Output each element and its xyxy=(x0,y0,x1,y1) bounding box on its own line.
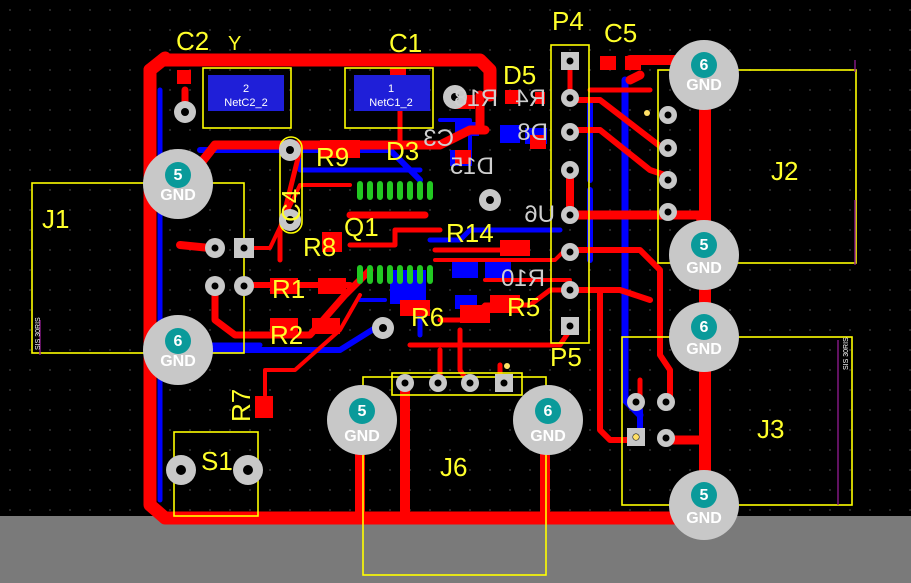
j2-pad-6-net: GND xyxy=(686,77,722,94)
designator-s1: S1 xyxy=(201,446,233,476)
j6-pad-5-number: 5 xyxy=(358,403,367,420)
mirrored-c3: C3 xyxy=(423,125,454,152)
designator-r7: R7 xyxy=(226,389,256,422)
j6-pad-5-net: GND xyxy=(344,428,380,445)
mirrored-r18: R18 xyxy=(454,85,498,112)
designator-p4: P4 xyxy=(552,6,584,36)
designator-p5: P5 xyxy=(550,342,582,372)
j1-pad-6-number: 6 xyxy=(174,333,183,350)
j6-pad-6-number: 6 xyxy=(544,403,553,420)
j2-pad-6-number: 6 xyxy=(700,57,709,74)
c2-net-name: NetC2_2 xyxy=(224,97,267,109)
designator-j1: J1 xyxy=(42,204,69,234)
j1-pad-6-net: GND xyxy=(160,353,196,370)
c1-pin-number: 1 xyxy=(388,83,394,95)
rotated-designators: C4 R7 Y xyxy=(226,33,306,422)
designators: C2 C1 P4 C5 D5 D3 R9 Q1 R8 R1 R2 R6 S1 J… xyxy=(42,6,798,482)
j2-pad-5-net: GND xyxy=(686,260,722,277)
designator-c1: C1 xyxy=(389,28,422,58)
mirrored-d15: D15 xyxy=(450,153,494,180)
capacitor-pads xyxy=(208,75,430,111)
mirrored-r4: R4 xyxy=(515,85,546,112)
mechanical-outlines xyxy=(39,60,856,505)
silkscreen-outlines xyxy=(31,44,857,576)
j3-pad-5-number: 5 xyxy=(700,487,709,504)
designator-j2: J2 xyxy=(771,156,798,186)
ic-green-pins xyxy=(357,181,433,284)
j6-pad-6-net: GND xyxy=(530,428,566,445)
j2-pad-5-number: 5 xyxy=(700,237,709,254)
designator-r5: R5 xyxy=(507,292,540,322)
designator-r2: R2 xyxy=(270,320,303,350)
j1-pad-5-net: GND xyxy=(160,187,196,204)
designator-r9: R9 xyxy=(316,142,349,172)
j1-pad-5-number: 5 xyxy=(174,167,183,184)
mirrored-d8: D8 xyxy=(517,119,548,146)
mounting-pad-numbers: 5 6 6 5 6 5 5 6 xyxy=(174,57,709,504)
mounting-pad-holes xyxy=(165,52,717,508)
capacitor-net-labels: 2 NetC2_2 1 NetC1_2 xyxy=(224,83,412,109)
mirrored-r10: R10 xyxy=(501,265,545,292)
designator-r14: R14 xyxy=(446,218,494,248)
j3-pad-5-net: GND xyxy=(686,510,722,527)
c1-net-name: NetC1_2 xyxy=(369,97,412,109)
j3-pad-6-net: GND xyxy=(686,341,722,358)
mirrored-designators: R18 R4 D8 C3 D15 U6 R10 xyxy=(423,85,555,292)
designator-r8: R8 xyxy=(303,232,336,262)
j1-side-text: SIS 30RIS xyxy=(35,317,42,350)
designator-j6: J6 xyxy=(440,452,467,482)
designator-c4: C4 xyxy=(276,189,306,222)
c2-pin-number: 2 xyxy=(243,83,249,95)
connector-side-texts: SIS 30RIS SIS 30RIS xyxy=(35,317,850,370)
j3-side-text: SIS 30RIS xyxy=(843,337,850,370)
designator-d5: D5 xyxy=(503,60,536,90)
designator-r6: R6 xyxy=(411,302,444,332)
c2-polarity-mark: Y xyxy=(228,33,241,55)
designator-d3: D3 xyxy=(386,136,419,166)
designator-c2: C2 xyxy=(176,26,209,56)
designator-j3: J3 xyxy=(757,414,784,444)
board-bottom-strip xyxy=(0,516,911,583)
designator-r1: R1 xyxy=(272,274,305,304)
mirrored-u6: U6 xyxy=(524,201,555,228)
designator-q1: Q1 xyxy=(344,212,379,242)
mounting-pad-nets: GND GND GND GND GND GND GND GND xyxy=(160,77,722,527)
j3-pad-6-number: 6 xyxy=(700,319,709,336)
vias xyxy=(504,110,650,440)
designator-c5: C5 xyxy=(604,18,637,48)
